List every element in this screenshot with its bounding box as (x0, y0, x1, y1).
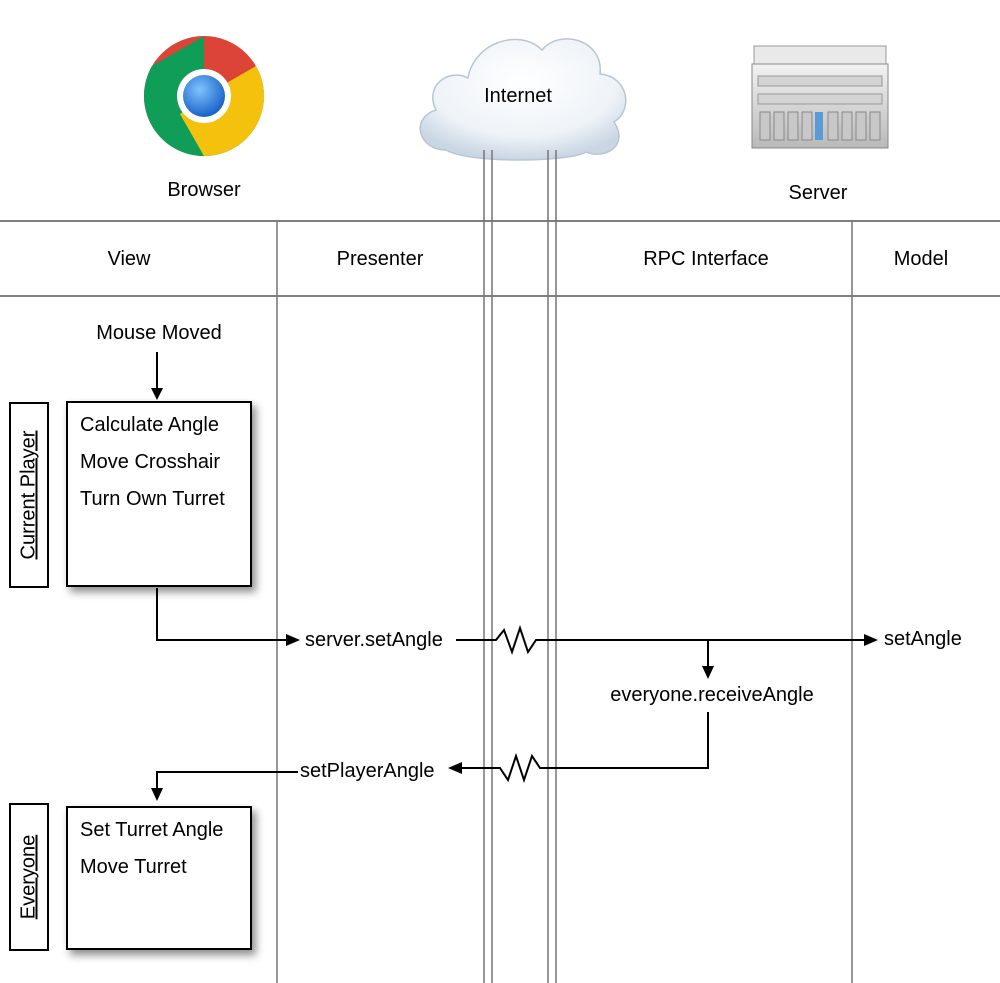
arrow-to-receive-angle (702, 640, 714, 679)
server-label: Server (788, 182, 848, 204)
internet-label: Internet (484, 85, 552, 107)
step-turn-own-turret: Turn Own Turret (80, 488, 225, 510)
lane-header-model: Model (893, 248, 949, 270)
internet-lines (483, 150, 557, 983)
event-everyone-receive-angle: everyone.receiveAngle (610, 684, 814, 706)
step-calculate-angle: Calculate Angle (80, 414, 219, 436)
step-move-crosshair: Move Crosshair (80, 451, 221, 473)
browser-label: Browser (167, 179, 241, 201)
arrow-to-set-player-angle (448, 712, 709, 784)
lane-header-view: View (107, 248, 151, 270)
current-player-steps-box: Calculate Angle Move Crosshair Turn Own … (66, 401, 252, 587)
server-rack-icon (751, 45, 889, 149)
arrow-to-setangle (456, 624, 878, 656)
step-set-turret-angle: Set Turret Angle (80, 819, 224, 841)
event-set-player-angle: setPlayerAngle (298, 759, 437, 783)
event-set-angle: setAngle (884, 628, 962, 650)
cloud-icon (419, 38, 627, 161)
arrow-to-everyone-box (151, 771, 300, 801)
chrome-browser-icon (143, 36, 265, 157)
lane-header-rpc-interface: RPC Interface (643, 248, 769, 270)
step-move-turret: Move Turret (80, 856, 187, 878)
lane-header-presenter: Presenter (336, 248, 424, 270)
side-label-current-player: Current Player (9, 402, 49, 588)
arrow-mouse-moved (151, 352, 163, 400)
side-label-everyone: Everyone (9, 803, 49, 951)
arrow-to-server-setangle (156, 588, 300, 646)
event-mouse-moved: Mouse Moved (96, 322, 222, 344)
event-server-set-angle: server.setAngle (303, 628, 445, 652)
everyone-steps-box: Set Turret Angle Move Turret (66, 806, 252, 950)
